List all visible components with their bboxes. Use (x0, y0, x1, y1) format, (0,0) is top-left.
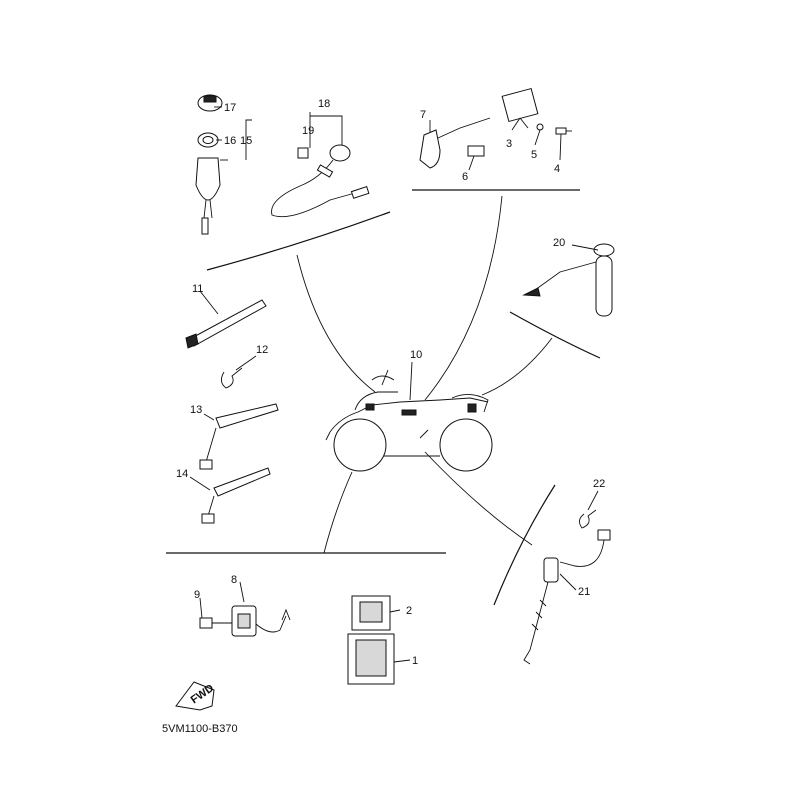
callout-10: 10 (410, 349, 422, 361)
callout-4: 4 (554, 163, 560, 175)
callout-13: 13 (190, 404, 202, 416)
callout-9: 9 (194, 589, 200, 601)
callout-1: 1 (412, 655, 418, 667)
section-dividers (166, 189, 601, 606)
callout-2: 2 (406, 605, 412, 617)
callout-3: 3 (506, 138, 512, 150)
cdi-units (347, 595, 395, 685)
callout-15: 15 (240, 135, 252, 147)
sensor-assy (522, 243, 615, 317)
callout-8: 8 (231, 574, 237, 586)
callout-7: 7 (420, 109, 426, 121)
callout-22: 22 (593, 478, 605, 490)
callout-labels: 17 16 15 18 19 7 3 5 4 6 10 20 11 12 13 … (176, 98, 605, 667)
callout-21: 21 (578, 586, 590, 598)
callout-14: 14 (176, 468, 188, 480)
leader-curves (296, 195, 553, 554)
relay-assy (199, 605, 291, 637)
fwd-arrow: FWD (175, 681, 216, 711)
diagram-code: 5VM1100-B370 (162, 723, 238, 735)
ignition-coil-assy (419, 87, 572, 169)
callout-16: 16 (224, 135, 236, 147)
callout-19: 19 (302, 125, 314, 137)
callout-18: 18 (318, 98, 330, 110)
cable-ties (185, 299, 279, 524)
main-switch-assy (195, 94, 228, 235)
callout-17: 17 (224, 102, 236, 114)
callout-12: 12 (256, 344, 268, 356)
callout-6: 6 (462, 171, 468, 183)
callout-11: 11 (192, 283, 203, 295)
callout-5: 5 (531, 149, 537, 161)
plug-cap-assy (271, 144, 370, 218)
callout-leaders (189, 106, 599, 663)
neutral-switch-assy (523, 509, 611, 665)
atv-outline (325, 369, 493, 472)
callout-20: 20 (553, 237, 565, 249)
